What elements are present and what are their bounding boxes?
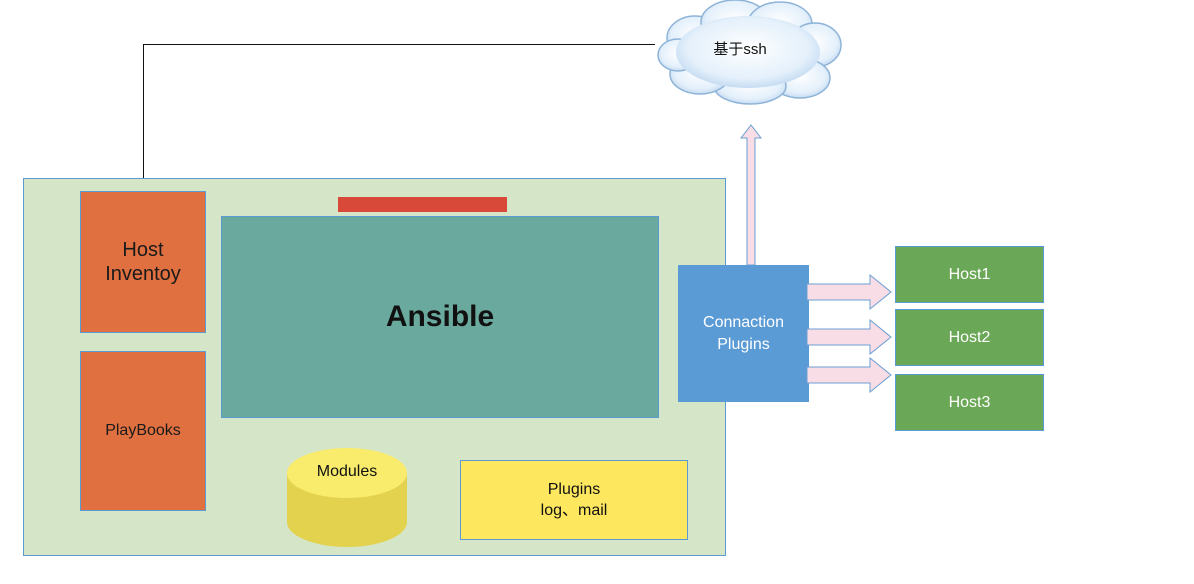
arrow-up-icon xyxy=(739,124,763,266)
ssh-connector-drop xyxy=(143,44,144,184)
arrow-right-icon xyxy=(806,274,892,310)
connection-plugins-box: Connaction Plugins xyxy=(678,265,809,402)
arrow-right-icon xyxy=(806,357,892,393)
host1-label: Host1 xyxy=(948,265,991,283)
cloud-icon xyxy=(657,0,842,105)
connection-plugins-line1: Connaction xyxy=(703,313,784,331)
red-bar xyxy=(338,197,507,212)
plugins-box: Plugins log、mail xyxy=(460,460,688,540)
ansible-core-box: Ansible xyxy=(221,216,659,418)
arrow-right-icon xyxy=(806,319,892,355)
plugins-line2: log、mail xyxy=(540,502,608,519)
playbooks-box: PlayBooks xyxy=(80,351,206,511)
cloud-label: 基于ssh xyxy=(713,41,767,58)
host1-box: Host1 xyxy=(895,246,1044,303)
ssh-connector-line xyxy=(143,44,655,45)
host3-box: Host3 xyxy=(895,374,1044,431)
host-inventory-line1: Host xyxy=(122,239,164,261)
modules-cylinder-icon xyxy=(287,448,407,547)
plugins-line1: Plugins xyxy=(547,481,601,498)
modules-label: Modules xyxy=(316,463,378,480)
host3-label: Host3 xyxy=(948,393,991,411)
host2-label: Host2 xyxy=(948,328,991,346)
host-inventory-line2: Inventoy xyxy=(105,263,181,285)
host2-box: Host2 xyxy=(895,309,1044,366)
host-inventory-box: Host Inventoy xyxy=(80,191,206,333)
ansible-label: Ansible xyxy=(385,300,495,333)
connection-plugins-line2: Plugins xyxy=(717,335,770,353)
playbooks-label: PlayBooks xyxy=(105,422,181,439)
